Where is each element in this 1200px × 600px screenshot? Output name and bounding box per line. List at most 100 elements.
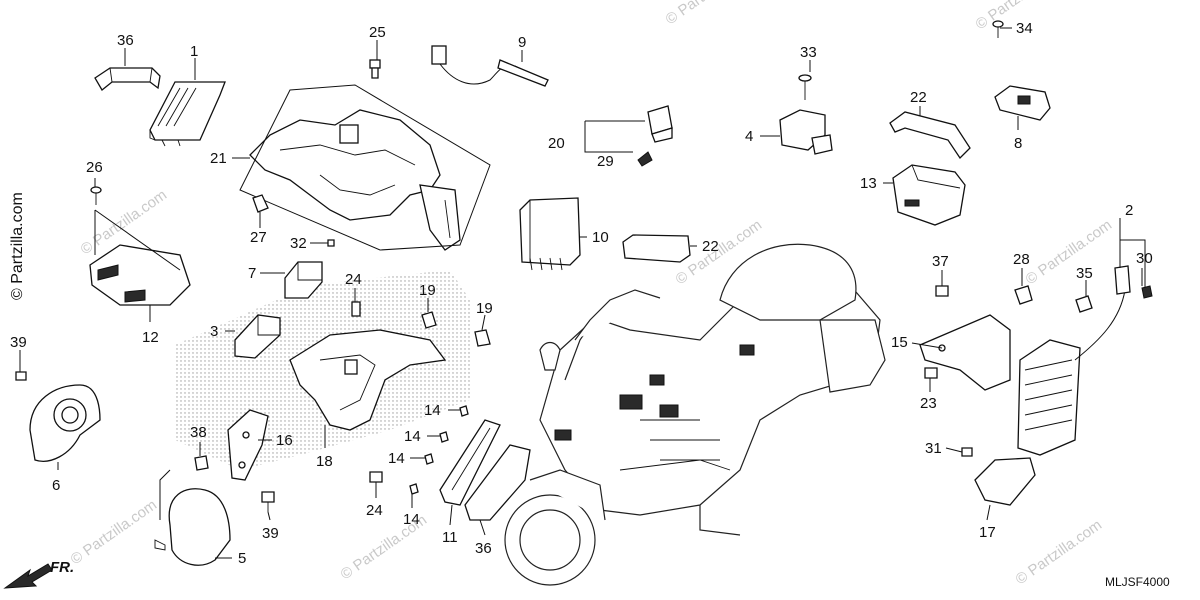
callout-4: 4 [745, 128, 753, 145]
callout-17: 17 [979, 524, 996, 541]
pin-14b [439, 431, 449, 443]
screw-32 [327, 239, 335, 247]
callout-9: 9 [518, 34, 526, 51]
bracket-21 [239, 84, 491, 251]
bolt-23 [924, 367, 938, 379]
callout-23: 23 [920, 395, 937, 412]
clip-27 [252, 194, 269, 213]
callout-22: 22 [910, 89, 927, 106]
cover-22-top [889, 111, 971, 160]
clip-19b [474, 329, 491, 347]
clip-38 [194, 455, 209, 471]
module-12 [89, 209, 191, 306]
front-arrow-label: FR. [50, 559, 74, 576]
callout-30: 30 [1136, 250, 1153, 267]
callout-21: 21 [210, 150, 227, 167]
callout-8: 8 [1014, 135, 1022, 152]
diagram-code: MLJSF4000 [1105, 575, 1170, 589]
watermark: © Partzilla.com [663, 0, 756, 28]
callout-29: 29 [597, 153, 614, 170]
bolt-37 [935, 285, 949, 297]
callout-33: 33 [800, 44, 817, 61]
callout-14: 14 [403, 511, 420, 528]
regulator-2 [1017, 265, 1153, 456]
callout-36: 36 [475, 540, 492, 557]
watermark-side: © Partzilla.com [9, 192, 26, 300]
callout-12: 12 [142, 329, 159, 346]
screw-31 [961, 447, 973, 457]
callout-20: 20 [548, 135, 565, 152]
callout-38: 38 [190, 424, 207, 441]
bracket-18 [289, 329, 447, 431]
plate-16 [227, 409, 269, 481]
callout-14: 14 [404, 428, 421, 445]
callout-24: 24 [366, 502, 383, 519]
callout-25: 25 [369, 24, 386, 41]
callout-10: 10 [592, 229, 609, 246]
callout-39: 39 [10, 334, 27, 351]
front-arrow [3, 563, 53, 589]
cover-17 [974, 457, 1036, 506]
sensor-4 [779, 109, 833, 155]
pin-14c [424, 453, 434, 465]
callout-19: 19 [476, 300, 493, 317]
callout-3: 3 [210, 323, 218, 340]
ecu-10 [519, 197, 581, 271]
bolt-24-lower [369, 471, 383, 483]
callout-39: 39 [262, 525, 279, 542]
cover-22-mid [622, 234, 691, 263]
screw-26 [90, 186, 102, 205]
callout-22: 22 [702, 238, 719, 255]
callout-37: 37 [932, 253, 949, 270]
bolt-24-top [351, 301, 361, 317]
clip-29 [637, 151, 653, 167]
callout-5: 5 [238, 550, 246, 567]
harness-9 [431, 45, 549, 87]
callout-6: 6 [52, 477, 60, 494]
motorcycle [504, 243, 886, 586]
callout-14: 14 [424, 402, 441, 419]
pin-14d [409, 483, 419, 495]
module-13 [892, 164, 966, 226]
module-8 [994, 85, 1051, 121]
sensor-20 [647, 105, 673, 143]
callout-13: 13 [860, 175, 877, 192]
callout-19: 19 [419, 282, 436, 299]
callout-34: 34 [1016, 20, 1033, 37]
watermark: © Partzilla.com [68, 496, 161, 568]
cover-36-lower [464, 444, 531, 521]
watermark: © Partzilla.com [1023, 216, 1116, 288]
screw-25 [369, 59, 381, 79]
callout-36: 36 [117, 32, 134, 49]
watermark: © Partzilla.com [1013, 516, 1106, 588]
callout-27: 27 [250, 229, 267, 246]
module-1 [149, 81, 226, 147]
nut-35 [1075, 295, 1093, 313]
horn-6 [29, 384, 101, 462]
bracket-11 [439, 419, 501, 506]
bolt-39-lower [261, 491, 275, 512]
block-3 [234, 314, 281, 359]
clip-36 [94, 67, 161, 91]
screw-33 [798, 74, 812, 100]
callout-7: 7 [248, 265, 256, 282]
screw-34 [992, 20, 1004, 38]
callout-15: 15 [891, 334, 908, 351]
clip-19a [421, 311, 437, 329]
callout-11: 11 [442, 529, 458, 546]
callout-32: 32 [290, 235, 307, 252]
callout-35: 35 [1076, 265, 1093, 282]
callout-16: 16 [276, 432, 293, 449]
screw-39-top [15, 371, 27, 381]
pin-14a [459, 405, 469, 417]
callout-31: 31 [925, 440, 942, 457]
callout-2: 2 [1125, 202, 1133, 219]
bracket-15 [919, 314, 1011, 391]
callout-28: 28 [1013, 251, 1030, 268]
callout-1: 1 [190, 43, 198, 60]
horn-5 [154, 469, 231, 566]
clamp-28 [1014, 285, 1033, 305]
callout-26: 26 [86, 159, 103, 176]
